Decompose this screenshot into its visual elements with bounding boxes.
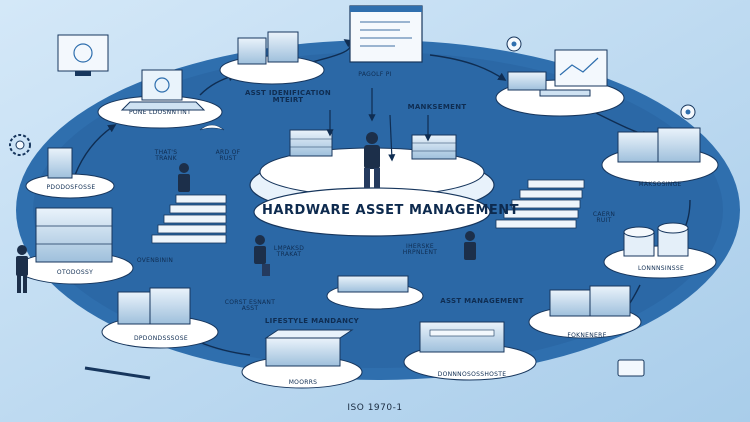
center-title-ring (253, 187, 491, 237)
label-node-bottom-center: MOORRS (288, 379, 318, 386)
node-desktop-right (495, 49, 625, 117)
node-top-left-servers (219, 31, 325, 85)
stairs-right (495, 179, 585, 229)
label-lmpaksd-trakat: LMPAKSD TRAKAT (273, 245, 305, 258)
node-servers-bottom-left (101, 287, 219, 349)
node-storage-cylinders (603, 222, 717, 279)
label-asst-management: ASST MANAGEMENT (440, 297, 524, 305)
label-node-left: PDODOSFOSSE (46, 184, 96, 191)
node-center-small-box (326, 275, 424, 310)
label-ard-of-rust: ARD OF RUST (215, 149, 241, 162)
center-title: HARDWARE ASSET MANAGEMENT (262, 203, 520, 218)
phone-icon (617, 359, 645, 377)
label-node-bottom-mid: DONNNOSOSSHOSTE (437, 371, 507, 378)
label-corst-esnant-asst: CORST ESNANT ASST (224, 299, 276, 312)
node-rack-left (16, 207, 134, 285)
node-equipment-bottom (403, 321, 537, 381)
node-laptop (97, 69, 223, 129)
label-lifestyle-mandancy: LIFESTYLE MANDANCY (264, 317, 360, 325)
pen-icon (84, 366, 151, 380)
person-center-left-icon (254, 235, 270, 276)
center-server-right-icon (411, 134, 457, 160)
label-node-bottom-left: DPDONDSSSOSE (133, 335, 189, 342)
stairs-left (151, 194, 227, 244)
location-pin-icon (506, 36, 522, 52)
person-left-walking-icon (16, 245, 28, 293)
person-center-right-icon (464, 231, 476, 260)
node-box-bottom-center (241, 329, 363, 389)
footer-code: ISO 1970-1 (347, 403, 403, 413)
label-node-laptop: PONE LDOSNNTINT (128, 109, 192, 116)
center-person-icon (364, 132, 380, 188)
label-node-left-small: OTODOSSY (56, 269, 94, 276)
label-ovenbinin: OVENBININ (136, 257, 174, 264)
node-monitor-left (57, 34, 109, 76)
label-asset-identification: ASST IDENIFICATION MTEIRT (244, 89, 332, 104)
gear-icon (9, 134, 31, 156)
node-server-bottom-right (528, 285, 642, 339)
node-small-left (25, 147, 115, 199)
location-pin-right-icon (680, 104, 696, 120)
node-server-right (601, 127, 719, 184)
center-server-left-icon (289, 129, 333, 157)
bird-icon (199, 124, 225, 131)
label-iherske-hrpnlent: IHERSKE HRPNLENT (402, 243, 438, 256)
label-node-right-cyl: LONNNSINSSE (637, 265, 685, 272)
label-caern-ruit: CAERN RUIT (592, 211, 616, 224)
center-arrows (326, 88, 432, 162)
label-thats-trank: THAT'S TRANK (154, 149, 178, 162)
person-stairs-left-icon (178, 163, 190, 192)
label-node-server: MAKSOSINGE (638, 181, 682, 188)
label-manksement: MANKSEMENT (407, 103, 467, 111)
top-whiteboard-icon (349, 5, 423, 63)
label-node-right-bottom: FOKNENERE (567, 332, 607, 339)
label-top-board: PAGOLF PI (358, 71, 392, 78)
